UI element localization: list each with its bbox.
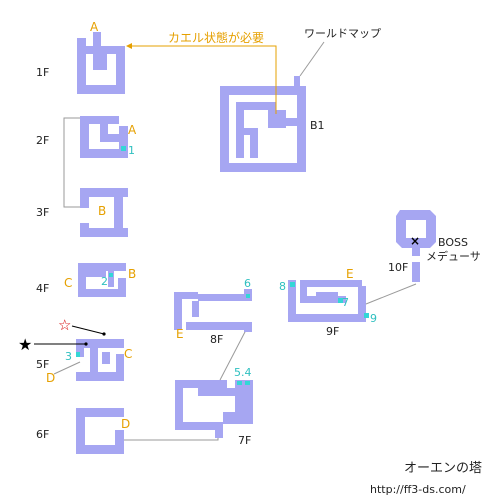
- marker-8: 8: [279, 280, 286, 293]
- marker-d-6f: D: [121, 417, 130, 431]
- floor-8f-map: [174, 289, 252, 332]
- floor-label-4f: 4F: [36, 282, 49, 295]
- floor-2f-map: [80, 116, 128, 158]
- site-url: http://ff3-ds.com/: [370, 483, 466, 496]
- stairs-5f: [76, 352, 80, 357]
- connector-d-5f: [53, 361, 81, 375]
- floor-1f-map: [77, 32, 125, 94]
- connector-9f-10f: [365, 283, 417, 305]
- floor-label-9f: 9F: [326, 325, 339, 338]
- marker-9: 9: [370, 312, 377, 325]
- marker-e-8f: E: [176, 327, 184, 341]
- marker-1: 1: [128, 144, 135, 157]
- floor-7f-map: [175, 380, 253, 438]
- boss-label: BOSS: [438, 236, 468, 249]
- marker-7: 7: [342, 296, 349, 309]
- frog-route: [128, 45, 277, 114]
- star-filled: ★: [18, 335, 32, 354]
- frog-note: カエル状態が必要: [168, 30, 264, 45]
- world-map-label: ワールドマップ: [304, 27, 381, 40]
- marker-c-4f: C: [64, 276, 72, 290]
- floor-4f-map: [78, 263, 126, 297]
- floor-10f-map: [396, 210, 436, 282]
- floor-6f-map: [76, 408, 124, 454]
- marker-e-9f: E: [346, 267, 354, 281]
- marker-d-5f: D: [46, 371, 55, 385]
- stairs-8f: [246, 294, 250, 298]
- marker-b-3f: B: [98, 204, 106, 218]
- star-outline-pointer: [71, 325, 105, 335]
- connector-7f-8f: [219, 329, 247, 381]
- stairs-4f: [109, 273, 113, 277]
- boss-mark: ×: [410, 234, 420, 248]
- marker-b-4f: B: [128, 267, 136, 281]
- floor-label-8f: 8F: [210, 333, 223, 346]
- star-outline: ☆: [58, 316, 71, 334]
- marker-5-4: 5.4: [234, 366, 252, 379]
- stairs-2f: [121, 146, 126, 151]
- connector-2f-3f: [63, 117, 80, 208]
- marker-6: 6: [244, 277, 251, 290]
- marker-3: 3: [65, 350, 72, 363]
- map-title: オーエンの塔: [404, 461, 482, 476]
- marker-2: 2: [101, 275, 108, 288]
- marker-c-5f: C: [124, 347, 132, 361]
- floor-label-3f: 3F: [36, 206, 49, 219]
- world-map-pointer: [299, 41, 325, 77]
- floor-b1-map: [220, 76, 306, 172]
- floor-9f-map: [288, 280, 366, 322]
- star-filled-dot: [84, 342, 88, 346]
- stairs-9f-c: [364, 313, 369, 318]
- stairs-7f-b: [245, 381, 250, 385]
- stairs-7f-a: [237, 381, 242, 385]
- stairs-9f-b: [338, 298, 343, 303]
- star-outline-dot: [102, 332, 106, 336]
- floor-3f-map: [80, 188, 128, 237]
- floor-label-6f: 6F: [36, 428, 49, 441]
- floor-label-10f: 10F: [388, 261, 408, 274]
- floor-label-b1: B1: [310, 119, 325, 132]
- stairs-9f-a: [290, 282, 295, 287]
- frog-route-arrow: [126, 43, 132, 49]
- floor-label-5f: 5F: [36, 358, 49, 371]
- boss-name: メデューサ: [426, 249, 481, 263]
- floor-label-7f: 7F: [238, 434, 251, 447]
- floor-label-1f: 1F: [36, 66, 49, 79]
- floor-5f-map: [76, 339, 124, 381]
- floor-label-2f: 2F: [36, 134, 49, 147]
- marker-a-1f: A: [90, 20, 99, 34]
- marker-a-2f: A: [128, 123, 137, 137]
